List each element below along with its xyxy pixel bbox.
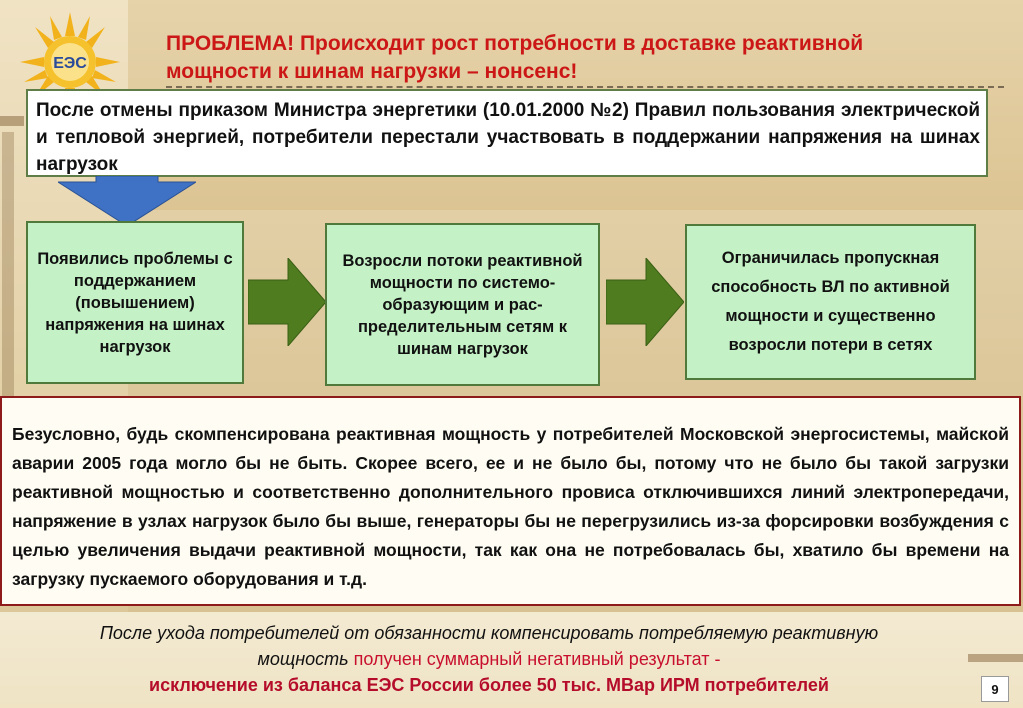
decor-bar	[968, 654, 1023, 662]
title-line-2: мощности к шинам нагрузки – нонсенс!	[166, 60, 578, 83]
background-bottom-band	[0, 612, 1023, 708]
conclusion-line-2-red: получен суммарный негативный результат -	[348, 649, 721, 669]
slide-title: ПРОБЛЕМА! Происходит рост потребности в …	[166, 30, 1011, 86]
logo-text: ЕЭС	[53, 55, 87, 72]
premise-box: После отмены приказом Министра энергетик…	[26, 89, 988, 177]
conclusion-line-1: После ухода потребителей от обязанности …	[99, 623, 879, 643]
title-divider	[166, 86, 1004, 88]
explanation-box: Безусловно, будь скомпенсирована реактив…	[0, 396, 1021, 606]
flow-step-3: Ограничилась пропускная способность ВЛ п…	[685, 224, 976, 380]
conclusion-line-3: исключение из баланса ЕЭС России более 5…	[149, 675, 829, 695]
right-arrow-icon	[606, 258, 684, 346]
flow-step-2: Возросли потоки реактивной мощности по с…	[325, 223, 600, 386]
right-arrow-icon	[248, 258, 326, 346]
conclusion-line-2-italic: мощность	[257, 649, 349, 669]
conclusion-line-2: мощность получен суммарный негативный ре…	[14, 646, 964, 672]
decor-bar	[0, 116, 24, 126]
down-arrow-icon	[58, 176, 196, 226]
flow-step-1: Появились проблемы с поддержанием (повыш…	[26, 221, 244, 384]
page-number: 9	[981, 676, 1009, 702]
conclusion-text: После ухода потребителей от обязанности …	[14, 620, 964, 698]
flow-step-3-text: Ограничилась пропускная способность ВЛ п…	[711, 249, 950, 354]
flow-step-1-text: Появились проблемы с поддержанием (повыш…	[37, 249, 233, 356]
title-line-1: ПРОБЛЕМА! Происходит рост потребности в …	[166, 32, 864, 55]
flow-step-2-text: Возросли потоки реактивной мощности по с…	[342, 251, 583, 358]
